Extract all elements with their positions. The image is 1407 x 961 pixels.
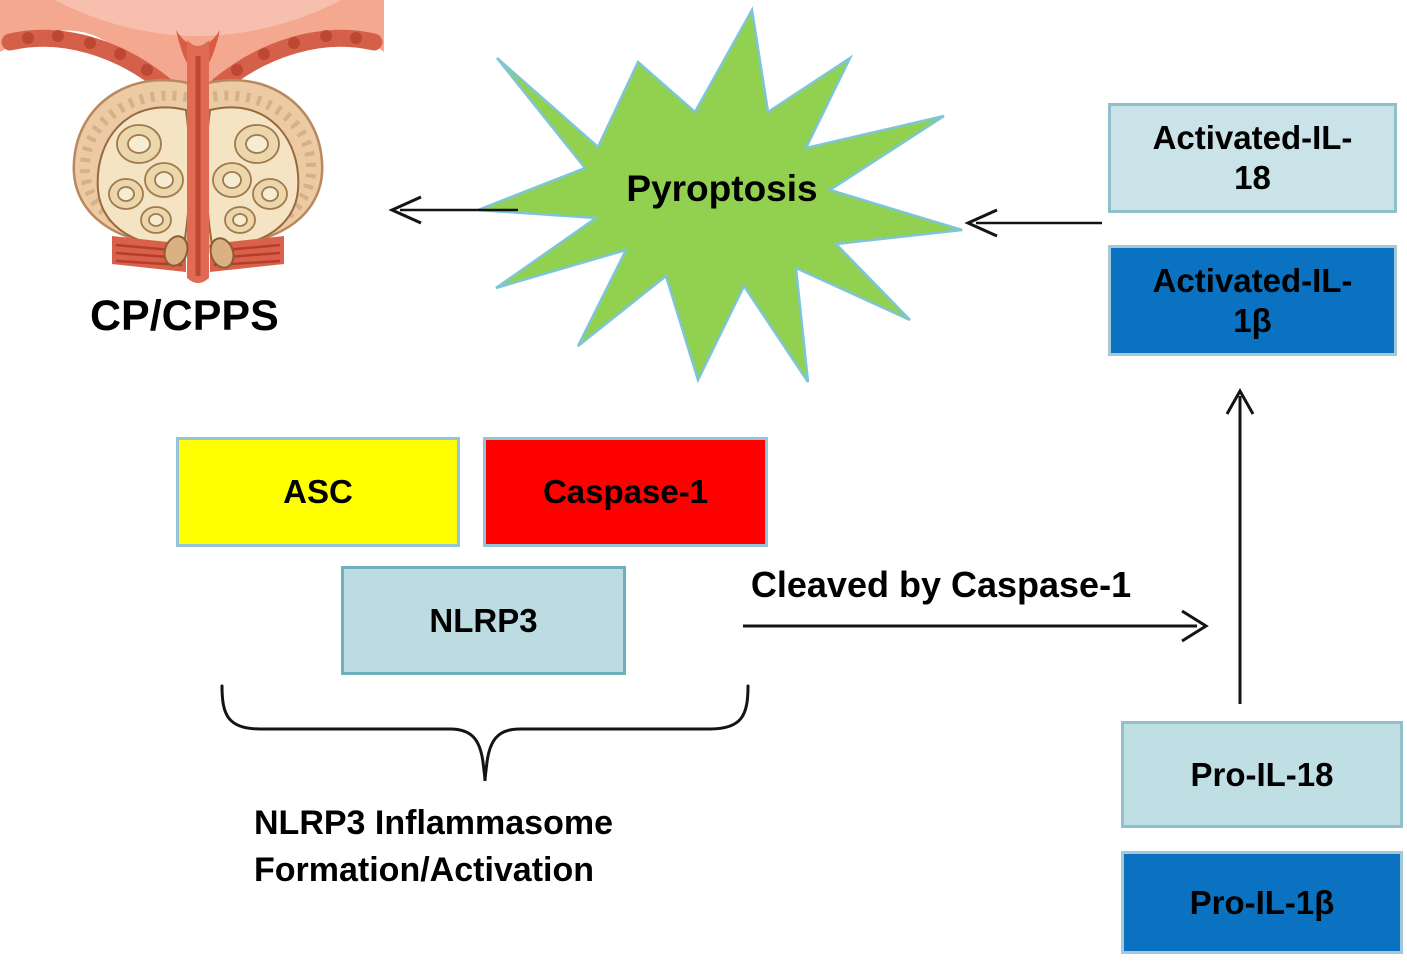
arrow-pro-to-activated — [1225, 387, 1255, 704]
nlrp3-box: NLRP3 — [341, 566, 626, 675]
activated-il-1b-label-line1: Activated-IL- — [1152, 261, 1353, 299]
activated-il-1b-label-line2: 1β — [1233, 301, 1272, 339]
pyroptosis-starburst — [477, 6, 963, 384]
inflammasome-caption-line1: NLRP3 Inflammasome — [254, 804, 613, 842]
asc-box: ASC — [176, 437, 460, 547]
pro-il-18-box: Pro-IL-18 — [1121, 721, 1403, 828]
nlrp3-label: NLRP3 — [429, 601, 538, 639]
arrow-cleaved-by-caspase1 — [743, 609, 1209, 643]
prostate-illustration — [0, 0, 384, 283]
pro-il-18-label: Pro-IL-18 — [1190, 755, 1334, 793]
inflammasome-brace — [220, 684, 750, 782]
arrow-cytokines-to-pyroptosis — [964, 208, 1102, 238]
activated-il-1b-box: Activated-IL- 1β — [1108, 245, 1397, 356]
inflammasome-caption: NLRP3 Inflammasome Formation/Activation — [254, 800, 613, 894]
activated-il-18-label-line1: Activated-IL- — [1152, 119, 1353, 157]
inflammasome-caption-line2: Formation/Activation — [254, 851, 595, 889]
caspase1-label: Caspase-1 — [542, 473, 709, 511]
tissue-texture-dots — [22, 30, 362, 76]
pro-il-1b-box: Pro-IL-1β — [1121, 851, 1403, 954]
asc-label: ASC — [283, 473, 353, 511]
pyroptosis-label: Pyroptosis — [626, 168, 818, 209]
caspase1-box: Caspase-1 — [483, 437, 768, 547]
activated-il-18-box: Activated-IL- 18 — [1108, 103, 1397, 213]
cp-cpps-label: CP/CPPS — [90, 292, 279, 340]
cleaved-by-caspase1-label: Cleaved by Caspase-1 — [750, 564, 1132, 605]
pro-il-1b-label: Pro-IL-1β — [1189, 883, 1335, 921]
activated-il-18-label-line2: 18 — [1234, 159, 1271, 196]
arrow-pyroptosis-to-prostate — [388, 195, 518, 225]
gland-swirls — [108, 124, 288, 234]
